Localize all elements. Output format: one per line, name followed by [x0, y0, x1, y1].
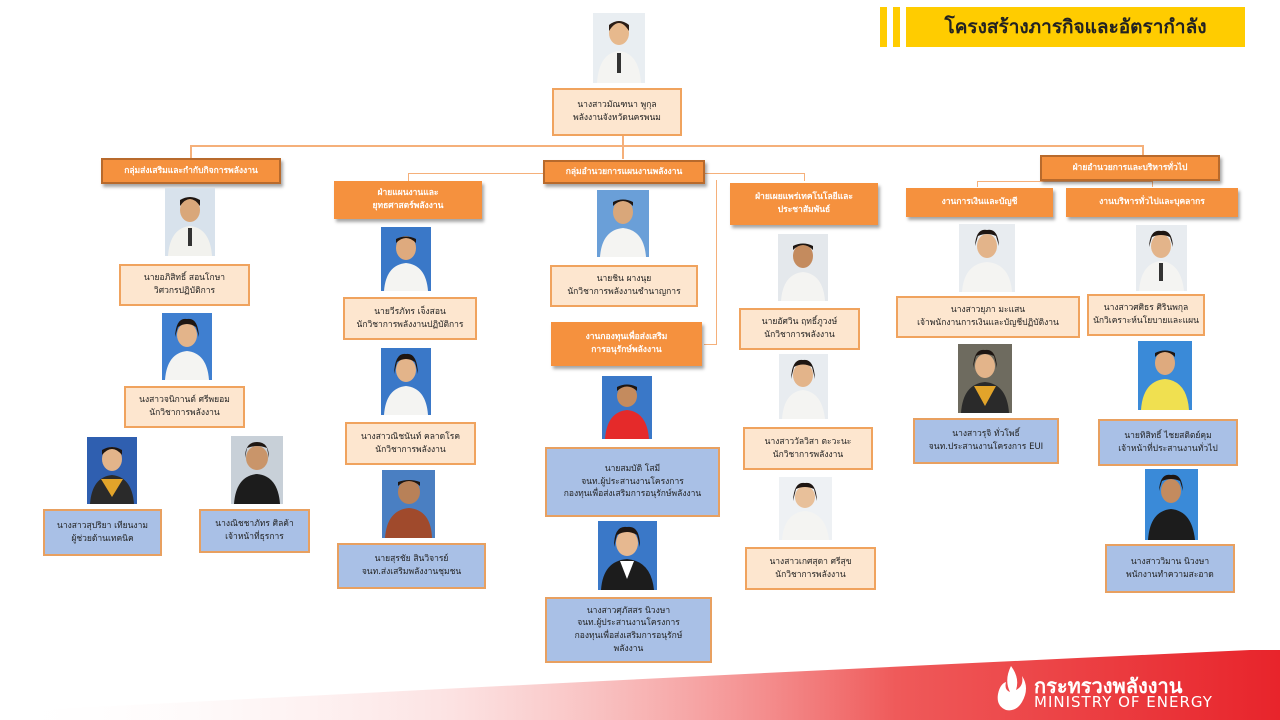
connector-line: [190, 145, 1144, 147]
person-box: นางสาวณิชนันท์ คลาดโรคนักวิชาการพลังงาน: [345, 422, 476, 465]
person-photo: [1136, 225, 1187, 291]
person-photo: [602, 376, 652, 439]
group-planning: กลุ่มอำนวยการแผนงานพลังงาน: [543, 160, 705, 184]
connector-line: [622, 136, 624, 146]
person-photo: [165, 188, 215, 256]
connector-line: [716, 180, 717, 345]
connector-line: [1142, 145, 1144, 155]
person-photo: [162, 313, 212, 380]
unit-general: งานบริหารทั่วไปและบุคลากร: [1066, 188, 1238, 217]
connector-line: [408, 173, 409, 181]
person-photo: [958, 344, 1012, 413]
director-position: พลังงานจังหวัดนครพนม: [573, 113, 661, 123]
person-box: นงสาวจนิกานต์ ศรีพยอมนักวิชาการพลังงาน: [124, 386, 245, 428]
ministry-name-english: MINISTRY OF ENERGY: [1034, 693, 1213, 711]
person-box: นางสาวศุภัสสร นิวงษาจนท.ผู้ประสานงานโครง…: [545, 597, 712, 663]
unit-fund: งานกองทุนเพื่อส่งเสริมการอนุรักษ์พลังงาน: [551, 322, 702, 366]
person-photo: [778, 234, 828, 301]
title-stripe: [893, 7, 900, 47]
person-box: นางณิชชาภัทร ศิลค้าเจ้าหน้าที่ธุรการ: [199, 509, 310, 553]
person-box: นายอภิสิทธิ์ สอนโกษาวิศวกรปฏิบัติการ: [119, 264, 250, 306]
person-photo: [87, 437, 137, 504]
connector-line: [977, 181, 1152, 182]
person-box: นายชิน ผางนุยนักวิชาการพลังงานชำนาญการ: [550, 265, 698, 307]
group-promotion: กลุ่มส่งเสริมและกำกับกิจการพลังงาน: [101, 158, 281, 184]
connector-line: [977, 181, 978, 187]
unit-strategy: ฝ่ายแผนงานและยุทธศาสตร์พลังงาน: [334, 181, 482, 219]
connector-line: [190, 145, 192, 159]
connector-line: [622, 145, 624, 159]
connector-line: [1152, 181, 1153, 187]
group-admin: ฝ่ายอำนวยการและบริหารทั่วไป: [1040, 155, 1220, 181]
person-box: นางสาวรุจิ ทั่วโพธิ์จนท.ประสานงานโครงการ…: [913, 418, 1059, 464]
person-box: นางสาวสุปริยา เทียนงามผู้ช่วยด้านเทคนิค: [43, 509, 162, 556]
person-photo: [779, 477, 832, 540]
person-photo: [382, 470, 435, 538]
person-box: นางสาวศศิธร ศิรินพกุลนักวิเคราะห์นโยบายแ…: [1087, 294, 1205, 336]
person-box: นายสุรชัย สินวิจารย์จนท.ส่งเสริมพลังงานช…: [337, 543, 486, 589]
footer-banner: [0, 650, 1280, 720]
person-box: นายสมบัติ โสมีจนท.ผู้ประสานงานโครงการกอง…: [545, 447, 720, 517]
person-box: นางสาววัลวิสา ตะวะนะนักวิชาการพลังงาน: [743, 427, 873, 470]
person-photo: [1145, 469, 1198, 540]
person-photo: [231, 436, 283, 504]
person-photo: [381, 348, 431, 415]
title-stripe: [880, 7, 887, 47]
person-photo: [598, 521, 657, 590]
person-photo: [1138, 341, 1192, 410]
unit-publicity: ฝ่ายเผยแพร่เทคโนโลยีและประชาสัมพันธ์: [730, 183, 878, 225]
person-photo: [597, 190, 649, 257]
person-photo: [959, 224, 1015, 292]
connector-line: [704, 344, 717, 345]
person-photo: [381, 227, 431, 291]
ministry-logo-icon: [997, 666, 1026, 711]
director-name: นางสาวมัณฑนา พูกุล: [577, 100, 657, 111]
connector-line: [804, 173, 805, 181]
director-box: นางสาวมัณฑนา พูกุล พลังงานจังหวัดนครพนม: [552, 88, 682, 136]
person-box: นายทิสิทธิ์ ไชยสติตย์คุมเจ้าหน้าที่ประสา…: [1098, 419, 1238, 466]
person-box: นายวีรภัทร เจ็งสอนนักวิชาการพลังงานปฏิบั…: [343, 297, 477, 340]
person-box: นางสาววิมาน นิวงษาพนักงานทำความสะอาด: [1105, 544, 1235, 593]
ministry-name-thai: กระทรวงพลังงาน: [1034, 674, 1183, 698]
unit-finance: งานการเงินและบัญชี: [906, 188, 1053, 217]
person-box: นางสาวเกศสุดา ศรีสุขนักวิชาการพลังงาน: [745, 547, 876, 590]
page-title: โครงสร้างภารกิจและอัตรากำลัง: [906, 7, 1245, 47]
person-box: นายอัศวิน ฤทธิ์ภูวงษ์นักวิชาการพลังงาน: [739, 308, 860, 350]
director-photo: [593, 13, 645, 83]
person-photo: [779, 354, 828, 419]
person-box: นางสาวยุภา มะแสนเจ้าพนักงานการเงินและบัญ…: [896, 296, 1080, 338]
